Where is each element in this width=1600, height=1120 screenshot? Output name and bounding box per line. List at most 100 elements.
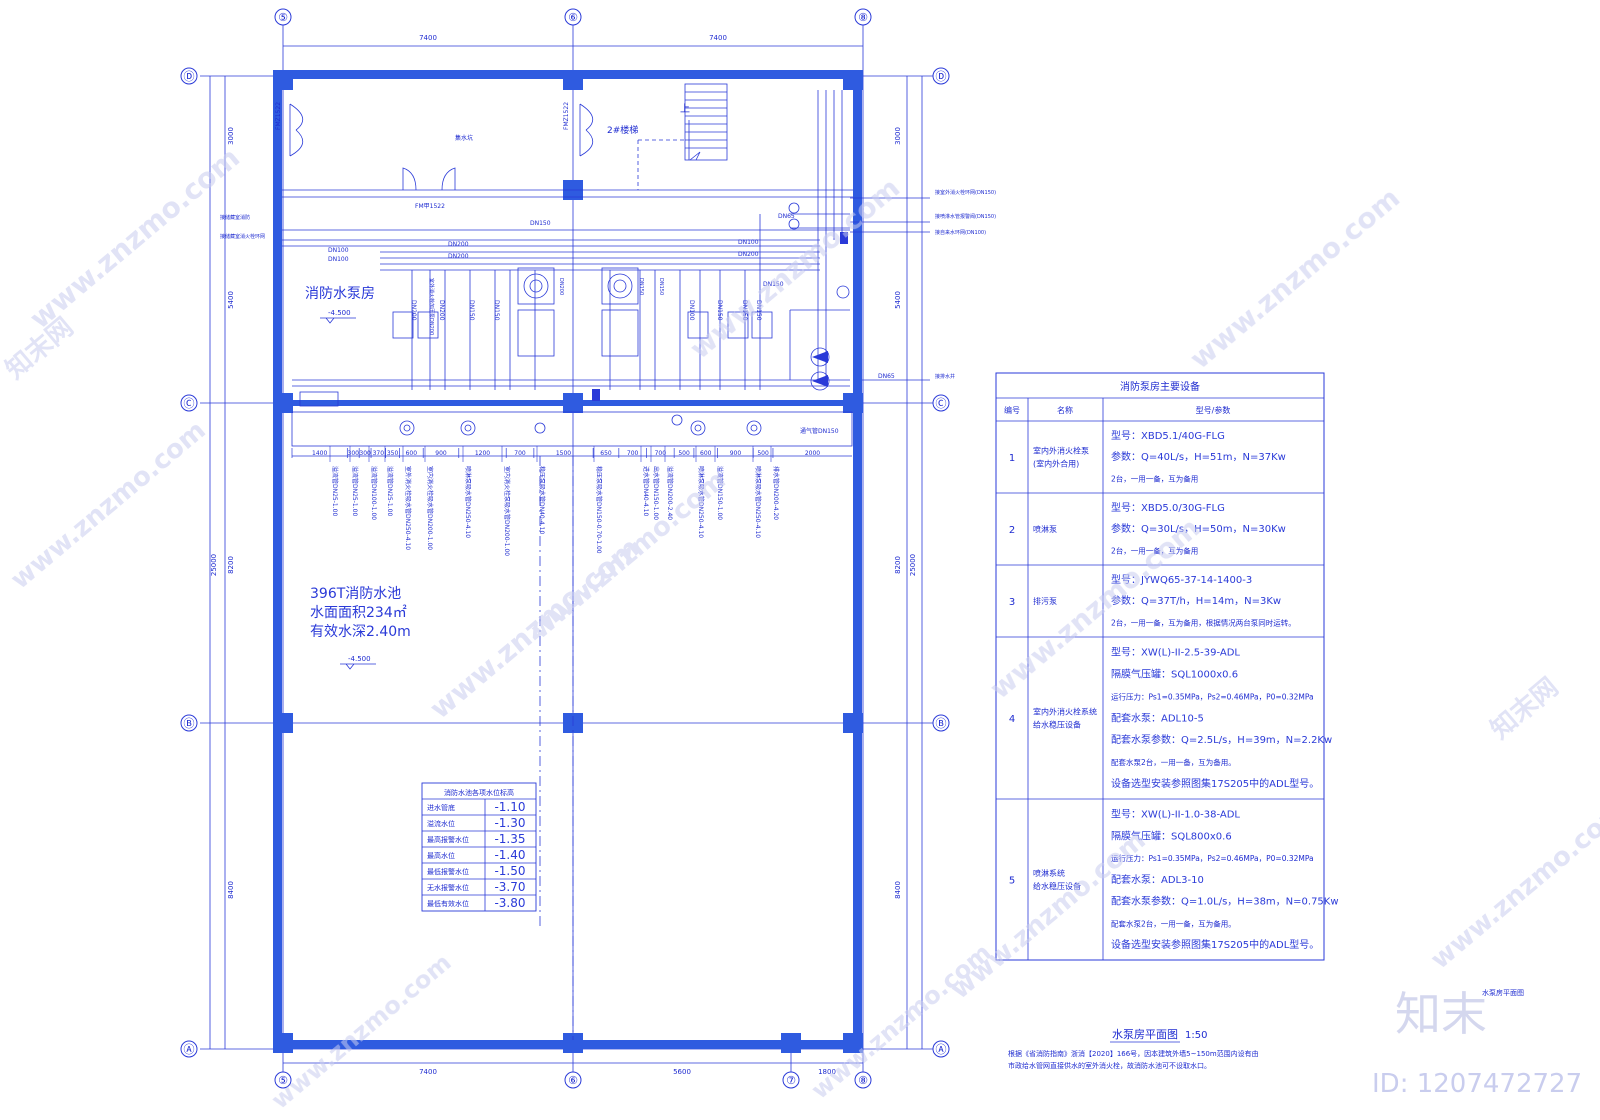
tank-pipe-label: 喷淋泵吸水管DN250-4.10	[464, 466, 472, 538]
tank-dim-label: 2000	[805, 450, 820, 457]
tank-pipe-label: 溢流管DN25-1.00	[351, 466, 359, 516]
drawing-title: 水泵房平面图	[1112, 1028, 1178, 1041]
tank-dim-label: 600	[700, 450, 712, 457]
door-label-1: FMZ1522	[275, 102, 282, 130]
grid-row-c-right: Ⓒ	[936, 397, 947, 410]
tank-dim-label: 650	[600, 450, 612, 457]
equipment-param: 隔膜气压罐：SQL800x0.6	[1111, 829, 1232, 842]
equipment-param: 型号：XW(L)-II-1.0-38-ADL	[1111, 807, 1240, 820]
vertical-pipe-label: DN150	[755, 300, 762, 321]
door-label-2: FMZ1522	[563, 102, 570, 130]
grid-col-7-bottom: ⑦	[786, 1074, 796, 1087]
watermark-site-8: www.znzmo.com	[806, 938, 997, 1104]
grid-row-d-right: Ⓓ	[936, 70, 947, 83]
pipe-right-label-1: 接室外消火栓环网(DN150)	[935, 189, 996, 196]
equipment-param: 设备选型安装参照图集17S205中的ADL型号。	[1111, 777, 1319, 790]
equipment-param: 参数：Q=40L/s，H=51m，N=37Kw	[1111, 450, 1286, 463]
dim-left-total: 25000	[210, 554, 218, 576]
note-line-1: 根据《省消防指南》浙消【2020】166号，因本建筑外墙5~150m范围内设有由	[1008, 1049, 1259, 1058]
dim-right-4: 8400	[894, 881, 902, 899]
columns	[273, 70, 863, 1053]
equipment-param: 配套水泵2台，一用一备，互为备用。	[1111, 918, 1236, 928]
pumps	[299, 202, 850, 407]
watermark-logo: 知末	[1395, 987, 1487, 1041]
grid-row-c-left: Ⓒ	[184, 397, 195, 410]
watermark-brand-2: 知末网	[1485, 672, 1564, 745]
tank-pipe-label: 室内消火栓泵吸水管DN200-1.00	[503, 466, 511, 556]
grid-col-8-top: ⑧	[858, 11, 868, 24]
vertical-pipe-label: DN150	[741, 300, 748, 321]
grid-row-d-left: Ⓓ	[184, 70, 195, 83]
equipment-param: 隔膜气压罐：SQL1000x0.6	[1111, 668, 1238, 681]
tank-pipe-label: 室内消火栓吸水管DN200-1.00	[426, 466, 434, 550]
water-level-name: 最高水位	[427, 851, 455, 860]
pipe-dn65-b: DN65	[878, 373, 895, 380]
pipe-dn100-a: DN100	[328, 247, 349, 254]
tank-dim-label: 600	[406, 450, 418, 457]
equipment-table-title: 消防泵房主要设备	[1120, 380, 1200, 393]
door-label-3: FM甲1522	[415, 203, 445, 210]
grid-bubbles	[180, 8, 950, 1089]
equipment-header-name: 名称	[1057, 405, 1073, 415]
equipment-param: 配套水泵参数：Q=1.0L/s，H=38m，N=0.75Kw	[1111, 895, 1339, 908]
water-level-name: 溢流水位	[427, 819, 455, 828]
tank-dim-label: 1500	[556, 450, 571, 457]
tank-dim-label: 500	[757, 450, 769, 457]
pipe-dn150-main: DN150	[530, 220, 551, 227]
piping	[282, 90, 930, 390]
note-line-2: 市政给水管网直接供水的室外消火栓，故消防水池可不设取水口。	[1008, 1061, 1211, 1070]
pipe-right-label-2: 接喷淋水管报警阀(DN150)	[935, 213, 996, 220]
grid-col-5-bottom: ⑤	[278, 1074, 288, 1087]
equipment-no: 4	[1009, 714, 1015, 725]
pump-room-level-mark	[320, 317, 356, 324]
equipment-name: 给水稳压设备	[1033, 720, 1081, 730]
equipment-param: 2台，一用一备，互为备用	[1111, 545, 1198, 555]
tank-depth: 有效水深2.40m	[310, 624, 411, 640]
niche-label: 集水坑	[455, 134, 473, 142]
tank-pipe-label: 溢流管DN150-1.00	[716, 466, 724, 520]
equipment-param: 2台，一用一备，互为备用，根据情况两台泵同时运转。	[1111, 617, 1296, 627]
equipment-rows: 1室内外消火栓泵(室内外合用)型号：XBD5.1/40G-FLG参数：Q=40L…	[996, 429, 1339, 951]
water-level-rows: 进水管底-1.10溢流水位-1.30最高报警水位-1.35最高水位-1.40最低…	[422, 800, 536, 910]
tank-pipe-label: 稳压泵吸水管DN150-0.70-1.00	[595, 466, 603, 554]
equipment-no: 5	[1009, 876, 1015, 887]
riser-note: DN150	[658, 278, 664, 295]
tank-pipe-label: 进水管DN40-4.10	[642, 466, 650, 516]
dim-right-3: 8200	[894, 556, 902, 574]
dim-top-1: 7400	[419, 34, 437, 42]
equipment-param: 配套水泵：ADL3-10	[1111, 873, 1204, 886]
tank-dim-label: 900	[435, 450, 447, 457]
riser-note: DN150	[638, 278, 644, 295]
pipe-dn150-b: DN150	[763, 281, 784, 288]
dim-bottom-3: 1800	[818, 1068, 836, 1076]
pipe-dn200-b: DN200	[448, 253, 469, 260]
water-level-name: 最低报警水位	[427, 867, 469, 876]
equipment-name: 排污泵	[1033, 596, 1057, 606]
water-level-table: 消防水池各项水位标高 进水管底-1.10溢流水位-1.30最高报警水位-1.35…	[421, 782, 537, 912]
tank-pipe-label: 溢流管DN100-1.00	[370, 466, 378, 520]
equipment-name: 室内外消火栓泵	[1033, 446, 1089, 456]
tank-pipe-label: 稳压泵吸水管DN40-4.10	[538, 466, 546, 534]
tank-title: 396T消防水池	[310, 586, 401, 602]
riser-note: DN200	[558, 278, 564, 295]
water-level-value: -1.10	[494, 800, 525, 814]
water-level-value: -1.50	[494, 864, 525, 878]
pipe-dn200-a: DN200	[448, 241, 469, 248]
tank-pipe-label: 出水管DN150-1.00	[652, 466, 660, 520]
drawing-scale: 1:50	[1185, 1030, 1207, 1041]
tank-pipe-label: 喷淋泵吸水管DN250-4.10	[697, 466, 705, 538]
grid-col-8-bottom: ⑧	[858, 1074, 868, 1087]
equipment-header-no: 编号	[1004, 405, 1020, 415]
equipment-param: 配套水泵：ADL10-5	[1111, 711, 1204, 724]
grid-col-6-top: ⑥	[568, 11, 578, 24]
equipment-param: 参数：Q=30L/s，H=50m，N=30Kw	[1111, 522, 1286, 535]
tank-dim-label: 300	[348, 450, 360, 457]
dim-left-1: 3000	[227, 127, 235, 145]
tank-dim-label: 370	[373, 450, 385, 457]
pipe-left-label-1: 接储藏室消防	[220, 214, 250, 221]
tank-dim-label: 1200	[475, 450, 490, 457]
water-level-value: -1.35	[494, 832, 525, 846]
